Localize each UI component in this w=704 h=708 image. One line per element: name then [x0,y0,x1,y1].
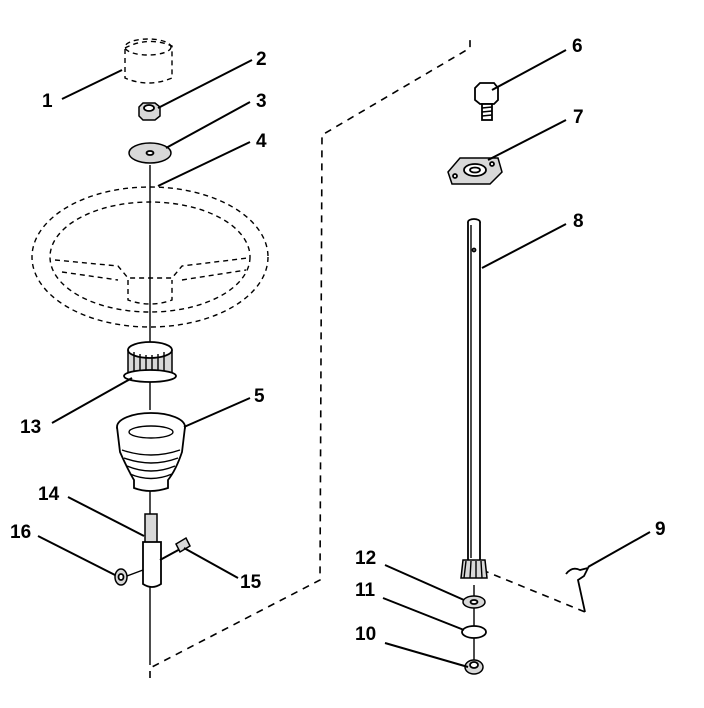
callout-6: 6 [572,36,583,57]
callout-7: 7 [573,107,584,128]
part-boot [116,412,186,492]
part-nut [138,102,161,121]
callout-8: 8 [573,211,584,232]
callout-15: 15 [240,572,262,593]
callout-13: 13 [20,417,41,438]
part-snap-ring [461,625,487,639]
part-washer [128,142,172,164]
part-steering-shaft [142,513,162,588]
part-bolt-6 [474,82,499,121]
part-nut-16 [114,568,144,586]
part-cable-9 [565,566,590,613]
leader-lines [37,49,651,668]
callout-12: 12 [355,548,376,569]
part-steering-wheel [31,186,269,328]
callout-10: 10 [355,624,376,645]
part-pinion-gear [460,559,488,579]
callout-11: 11 [355,580,376,601]
part-washer-12 [462,595,486,609]
callout-3: 3 [256,91,267,112]
part-cap [124,38,173,84]
callout-14: 14 [38,484,60,505]
assembly-boundary [149,40,586,678]
part-flange [447,157,503,185]
callout-5: 5 [254,386,265,407]
part-bolt-15 [159,536,191,561]
part-column-shaft [467,218,481,563]
callout-1: 1 [42,91,53,112]
centerlines [149,165,475,665]
callout-2: 2 [256,49,267,70]
callout-4: 4 [256,131,267,152]
part-splined-adapter [123,341,177,383]
callout-16: 16 [10,522,31,543]
callout-labels: 1 2 3 4 5 6 7 8 9 10 11 12 13 14 15 16 [10,36,666,645]
callout-9: 9 [655,519,666,540]
